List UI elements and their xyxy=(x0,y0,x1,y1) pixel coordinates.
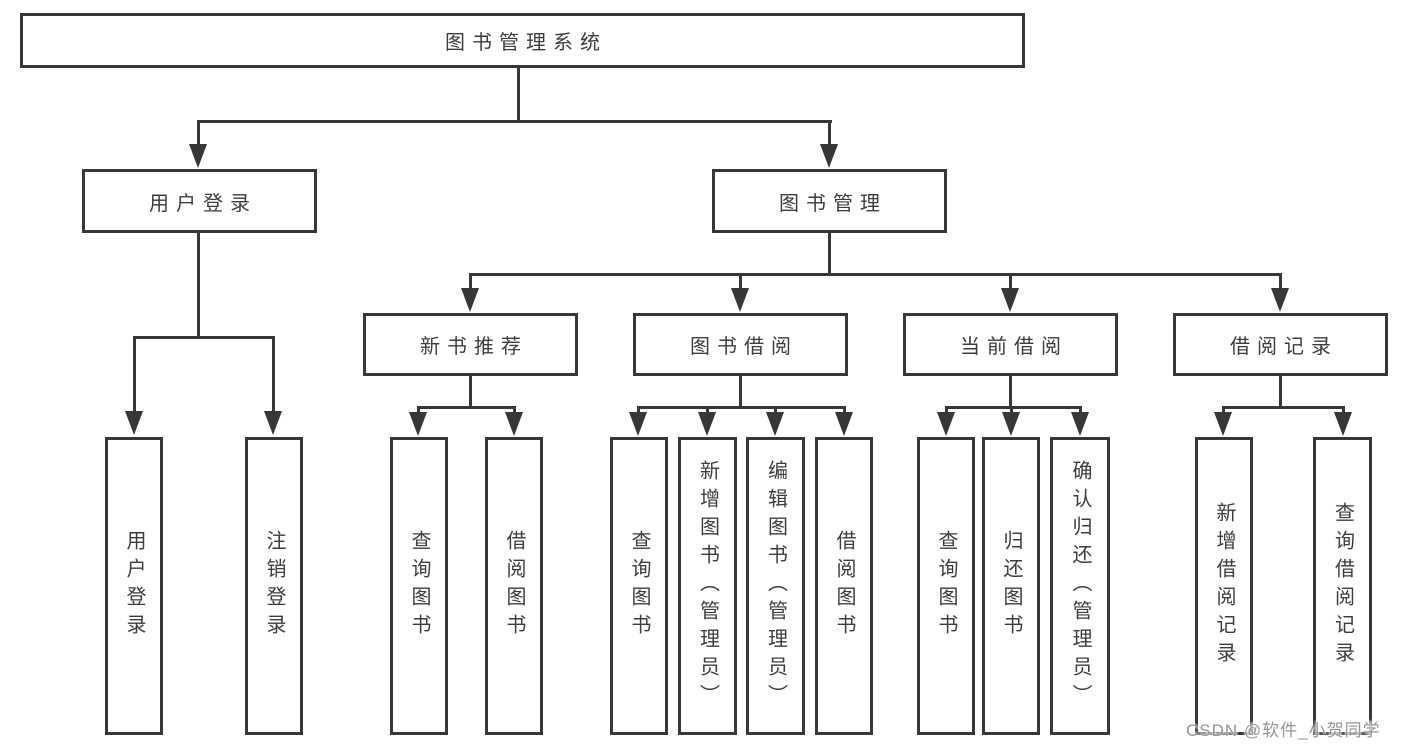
node-user-login: 用户登录 xyxy=(82,169,317,233)
node-borrowing-records: 借阅记录 xyxy=(1173,313,1388,376)
arrowhead-nbr-query xyxy=(409,412,427,436)
arrowhead-user-login xyxy=(189,144,207,168)
connector-drop-bb-add xyxy=(706,406,709,416)
arrowhead-leaf-login xyxy=(125,411,143,435)
connector-drop-leaf-login xyxy=(133,336,136,414)
connector-drop-book-mgmt xyxy=(828,120,831,148)
csdn-watermark: CSDN @软件_小贺同学 xyxy=(1186,721,1381,740)
arrowhead-cb-query xyxy=(937,412,955,436)
leaf-nbr-borrow-books: 借阅图书 xyxy=(485,437,543,735)
connector-drop-cb-return xyxy=(1010,406,1013,416)
connector-drop-bb-edit xyxy=(774,406,777,416)
connector-drop-br-add xyxy=(1222,406,1225,416)
connector-drop-br-query xyxy=(1342,406,1345,416)
arrowhead-br-query xyxy=(1334,412,1352,436)
connector-root-stem xyxy=(517,68,520,121)
leaf-bb-edit-books-admin: 编辑图书（管理员） xyxy=(746,437,805,735)
leaf-cb-confirm-return-admin: 确认归还（管理员） xyxy=(1050,437,1110,735)
node-root-library-system: 图书管理系统 xyxy=(20,13,1025,68)
connector-user-login-stem xyxy=(197,233,200,338)
connector-drop-book-borrow xyxy=(739,273,742,292)
connector-drop-user-login xyxy=(197,120,200,148)
connector-drop-cb-query xyxy=(945,406,948,416)
connector-br-stem xyxy=(1279,376,1282,408)
arrowhead-bb-add xyxy=(698,412,716,436)
connector-bb-bar xyxy=(637,406,846,409)
arrowhead-new-book xyxy=(461,288,479,312)
node-new-book-recommend: 新书推荐 xyxy=(363,313,578,376)
connector-cb-bar xyxy=(945,406,1082,409)
connector-nbr-bar xyxy=(417,406,516,409)
connector-drop-bb-borrow xyxy=(843,406,846,416)
arrowhead-book-borrow xyxy=(731,288,749,312)
connector-level2-bar xyxy=(197,120,832,123)
leaf-nbr-query-books: 查询图书 xyxy=(390,437,448,735)
leaf-bb-query-books: 查询图书 xyxy=(610,437,668,735)
node-book-borrowing: 图书借阅 xyxy=(633,313,848,376)
connector-drop-current-borrow xyxy=(1009,273,1012,292)
connector-drop-leaf-logout xyxy=(272,336,275,414)
connector-book-mgmt-stem xyxy=(828,232,831,275)
arrowhead-book-mgmt xyxy=(820,144,838,168)
connector-drop-borrow-records xyxy=(1279,273,1282,292)
connector-drop-new-book xyxy=(469,273,472,292)
leaf-logout: 注销登录 xyxy=(245,437,303,735)
arrowhead-bb-edit xyxy=(766,412,784,436)
leaf-user-login: 用户登录 xyxy=(105,437,163,735)
arrowhead-cb-return xyxy=(1002,412,1020,436)
connector-user-login-bar xyxy=(133,336,275,339)
arrowhead-leaf-logout xyxy=(264,411,282,435)
arrowhead-bb-query xyxy=(629,412,647,436)
leaf-br-add-record: 新增借阅记录 xyxy=(1195,437,1253,735)
arrowhead-current-borrow xyxy=(1001,288,1019,312)
connector-br-bar xyxy=(1222,406,1345,409)
connector-drop-cb-confirm xyxy=(1079,406,1082,416)
leaf-cb-return-books: 归还图书 xyxy=(982,437,1040,735)
node-book-management: 图书管理 xyxy=(712,169,947,233)
arrowhead-nbr-borrow xyxy=(505,412,523,436)
connector-drop-bb-query xyxy=(637,406,640,416)
connector-level3-bar xyxy=(469,273,1282,276)
connector-drop-nbr-borrow xyxy=(513,406,516,416)
leaf-br-query-record: 查询借阅记录 xyxy=(1313,437,1372,735)
connector-cb-stem xyxy=(1009,376,1012,408)
arrowhead-bb-borrow xyxy=(835,412,853,436)
leaf-bb-borrow-books: 借阅图书 xyxy=(815,437,873,735)
leaf-bb-add-books-admin: 新增图书（管理员） xyxy=(678,437,737,735)
connector-nbr-stem xyxy=(469,376,472,408)
arrowhead-cb-confirm xyxy=(1071,412,1089,436)
node-current-borrowing: 当前借阅 xyxy=(903,313,1118,376)
connector-drop-nbr-query xyxy=(417,406,420,416)
arrowhead-borrow-records xyxy=(1271,288,1289,312)
leaf-cb-query-books: 查询图书 xyxy=(917,437,975,735)
connector-bb-stem xyxy=(739,376,742,408)
arrowhead-br-add xyxy=(1214,412,1232,436)
